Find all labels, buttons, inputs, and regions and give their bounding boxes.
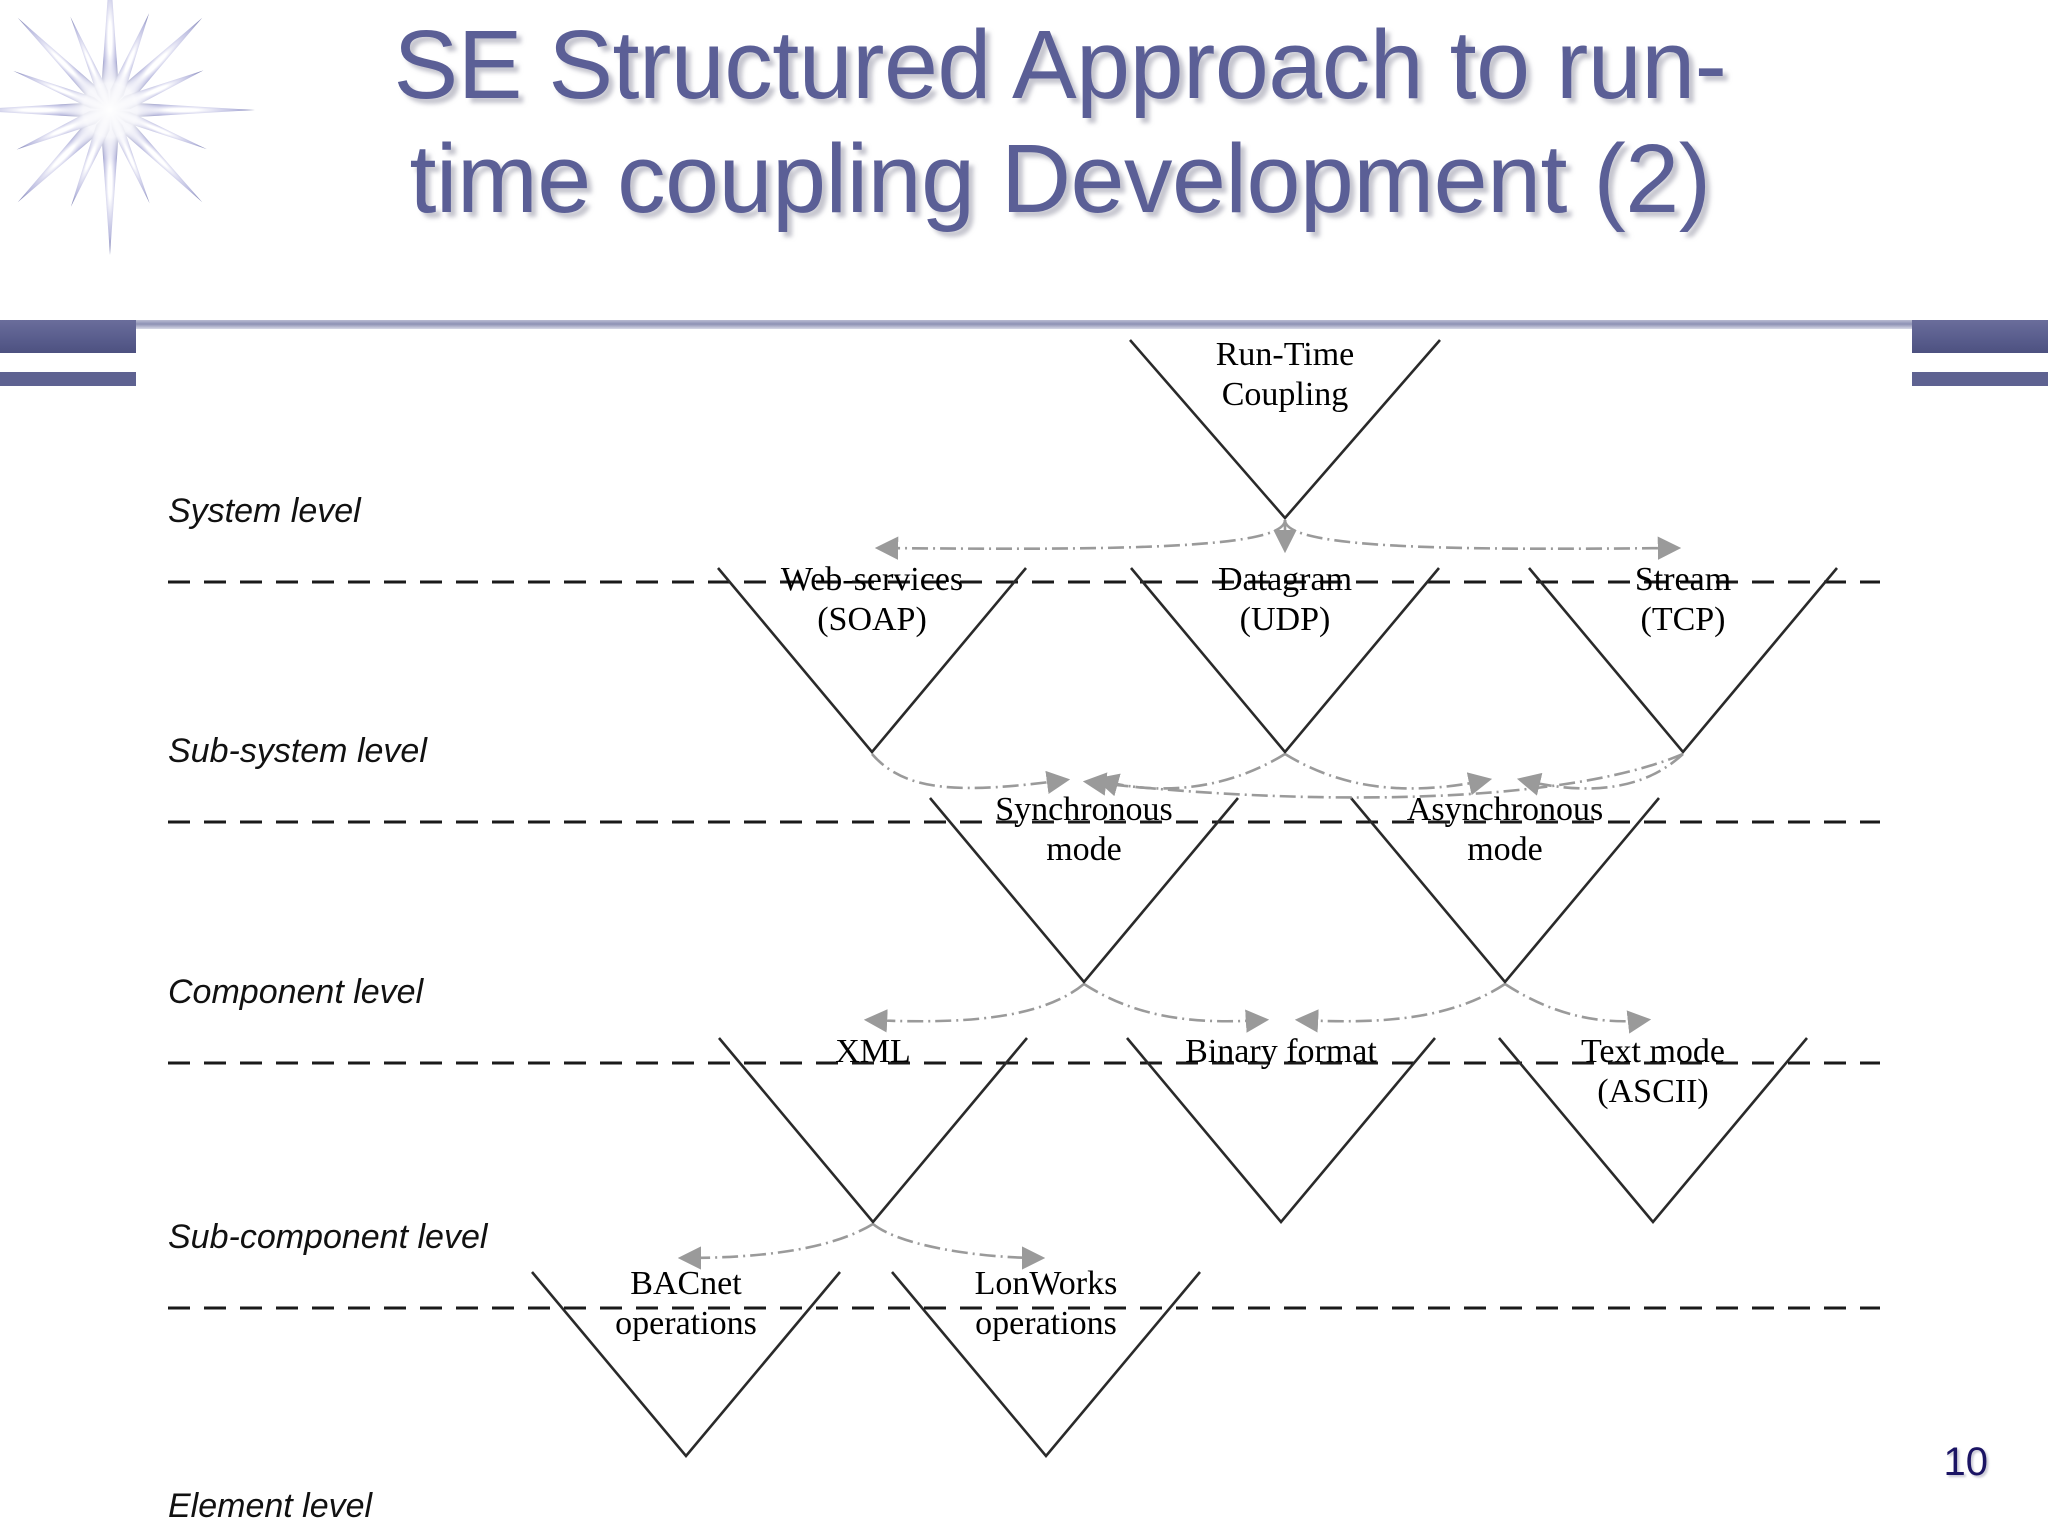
level-label-element: Element level bbox=[168, 1487, 373, 1525]
hierarchy-diagram: System level Sub-system level Component … bbox=[0, 320, 2048, 1536]
node-asynchronous-mode: Asynchronous mode bbox=[1406, 791, 1604, 869]
level-label-sub-component: Sub-component level bbox=[168, 1218, 488, 1256]
node-xml: XML bbox=[835, 1033, 911, 1070]
node-synchronous-mode: Synchronous mode bbox=[995, 791, 1173, 869]
node-stream: Stream (TCP) bbox=[1634, 561, 1732, 639]
divider-accent-right bbox=[1912, 372, 2048, 386]
title-block: SE Structured Approach to run- time coup… bbox=[210, 8, 1910, 298]
node-text-mode: Text mode (ASCII) bbox=[1581, 1033, 1725, 1111]
node-lonworks-operations: LonWorks operations bbox=[974, 1265, 1118, 1343]
divider-block-left bbox=[0, 320, 136, 353]
divider-line bbox=[0, 320, 2048, 329]
node-chevrons bbox=[531, 339, 1838, 1459]
node-bacnet-operations: BACnet operations bbox=[615, 1265, 757, 1343]
node-web-services: Web-services (SOAP) bbox=[780, 561, 964, 639]
diagram-graphics bbox=[168, 339, 1880, 1459]
node-run-time-coupling: Run-Time Coupling bbox=[1215, 336, 1355, 414]
connector-edges bbox=[677, 519, 1684, 1270]
level-separator-lines bbox=[168, 580, 1880, 1310]
level-label-component: Component level bbox=[168, 973, 424, 1011]
page-number: 10 bbox=[1943, 1440, 1989, 1484]
page-title: SE Structured Approach to run- time coup… bbox=[393, 10, 1727, 234]
node-datagram: Datagram (UDP) bbox=[1217, 561, 1353, 639]
level-label-system: System level bbox=[168, 492, 361, 530]
node-binary-format: Binary format bbox=[1185, 1033, 1377, 1070]
divider-accent-left bbox=[0, 372, 136, 386]
level-label-sub-system: Sub-system level bbox=[168, 732, 427, 770]
divider-block-right bbox=[1912, 320, 2048, 353]
